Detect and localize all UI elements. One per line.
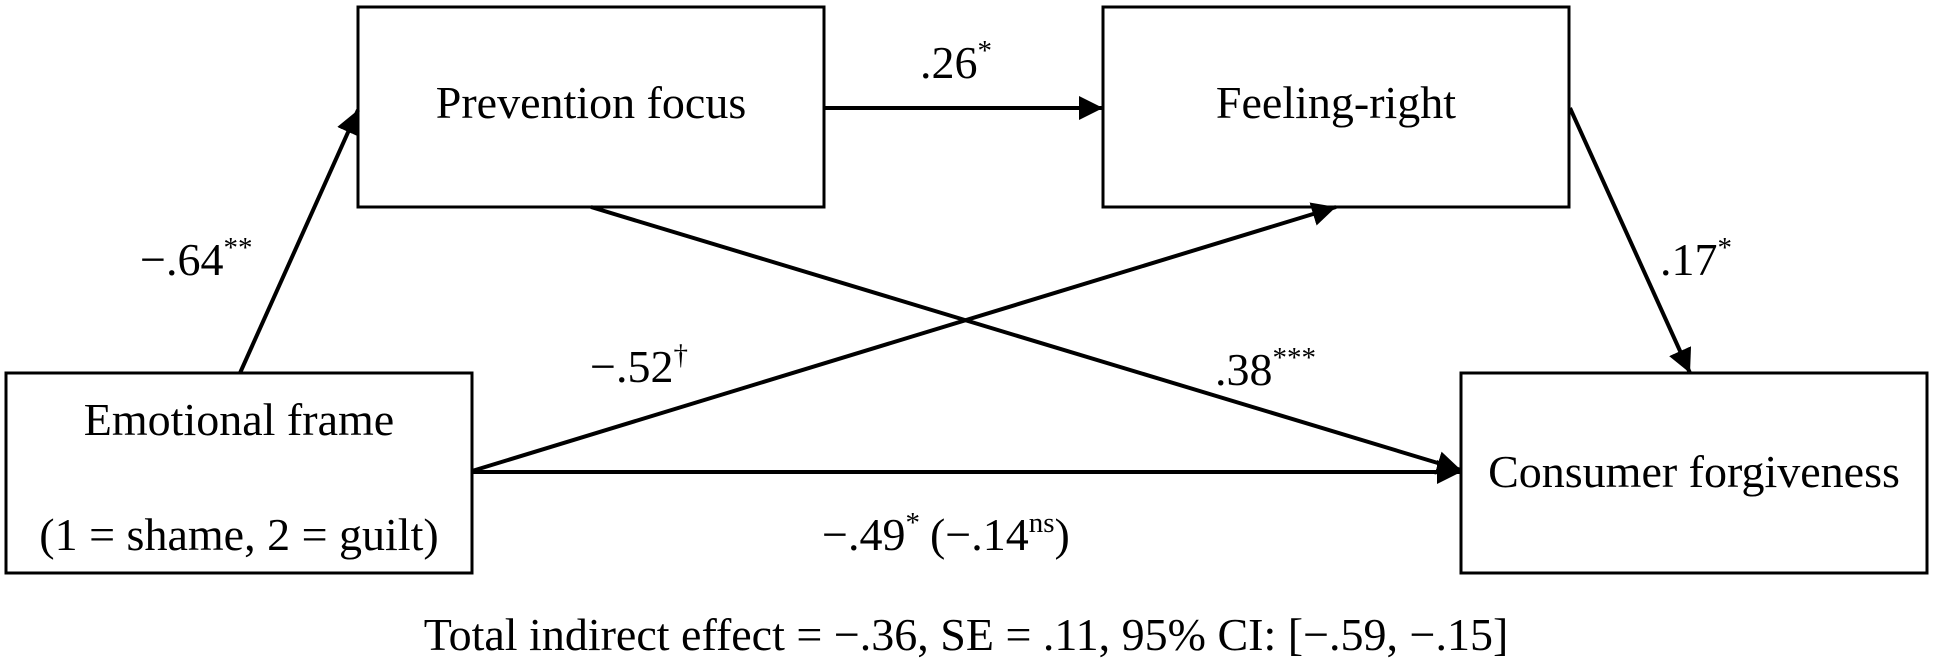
coef-value: −.64: [140, 234, 223, 285]
node-emotional-frame: Emotional frame (1 = shame, 2 = guilt): [4, 371, 474, 575]
arrow-prevention-to-forgiveness: [590, 205, 1462, 475]
emotional-frame-label: Emotional frame: [84, 394, 394, 445]
coef-significance: †: [673, 339, 688, 371]
feeling-right-label: Feeling-right: [1216, 77, 1456, 128]
coef-significance: *: [1718, 232, 1733, 264]
coef-value: .26: [920, 37, 978, 88]
node-feeling-right: Feeling-right: [1101, 5, 1571, 209]
coef-significance: ***: [1273, 342, 1317, 374]
node-prevention-focus: Prevention focus: [356, 5, 826, 209]
arrow-feeling-to-forgiveness: [1568, 107, 1692, 374]
coef-direct-value: (−.14: [930, 509, 1029, 560]
node-consumer-forgiveness: Consumer forgiveness: [1459, 371, 1929, 575]
coef-feeling-to-forgiveness: .17*: [1660, 232, 1732, 285]
coef-total-value: −.49: [822, 509, 905, 560]
coef-prevention-to-feeling: .26*: [920, 35, 992, 88]
coef-prevention-to-forgiveness: .38***: [1215, 342, 1316, 395]
coef-direct-close: ): [1055, 509, 1070, 560]
coef-emotional-to-feeling: −.52†: [590, 339, 688, 392]
coef-direct-effect: −.49* (−.14ns): [822, 507, 1070, 560]
coef-total-significance: *: [905, 507, 920, 539]
coef-value: .38: [1215, 344, 1273, 395]
consumer-forgiveness-label: Consumer forgiveness: [1488, 446, 1900, 497]
prevention-focus-label: Prevention focus: [436, 77, 746, 128]
coef-emotional-to-prevention: −.64**: [140, 232, 252, 285]
coef-significance: *: [978, 35, 993, 67]
coef-direct-significance: ns: [1029, 507, 1055, 539]
coef-value: −.52: [590, 341, 673, 392]
coef-value: .17: [1660, 234, 1718, 285]
arrow-emotional-to-feeling: [471, 202, 1337, 473]
arrow-emotional-to-prevention: [238, 109, 360, 374]
indirect-effect-summary: Total indirect effect = −.36, SE = .11, …: [424, 609, 1509, 660]
emotional-frame-sublabel: (1 = shame, 2 = guilt): [39, 509, 438, 560]
coef-significance: **: [223, 232, 252, 264]
